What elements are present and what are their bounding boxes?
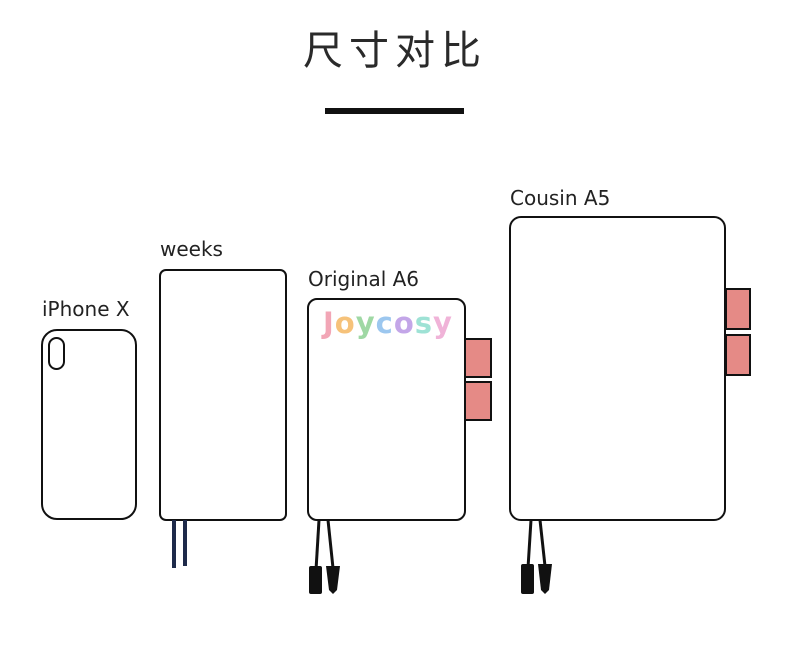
weeks-notebook-outline (159, 269, 287, 521)
brand-logo-joycosy: Joycosy (323, 306, 453, 340)
brand-letter: y (433, 306, 453, 340)
label-iphone-x: iPhone X (42, 297, 130, 321)
weeks-ribbon-bookmarks (172, 520, 187, 568)
original-a6-notebook-outline (307, 298, 466, 521)
brand-letter: c (375, 306, 394, 340)
cousin-a5-notebook-outline (509, 216, 726, 521)
a6-index-tab-bottom (464, 381, 492, 421)
a6-index-tab-top (464, 338, 492, 378)
brand-letter: s (414, 306, 434, 340)
label-weeks: weeks (160, 237, 223, 261)
brand-letter: o (393, 306, 415, 340)
brand-letter: o (334, 306, 356, 340)
label-cousin-a5: Cousin A5 (510, 186, 611, 210)
a5-index-tab-top (725, 288, 751, 330)
a5-index-tab-bottom (725, 334, 751, 376)
title-underline (325, 108, 464, 114)
iphone-camera-icon (48, 337, 65, 370)
page-title: 尺寸对比 (303, 28, 487, 74)
brand-letter: y (355, 306, 376, 340)
a6-string-bookmarks (309, 519, 340, 594)
label-original-a6: Original A6 (308, 267, 420, 291)
brand-letter: J (323, 306, 335, 340)
a5-string-bookmarks (521, 519, 552, 594)
